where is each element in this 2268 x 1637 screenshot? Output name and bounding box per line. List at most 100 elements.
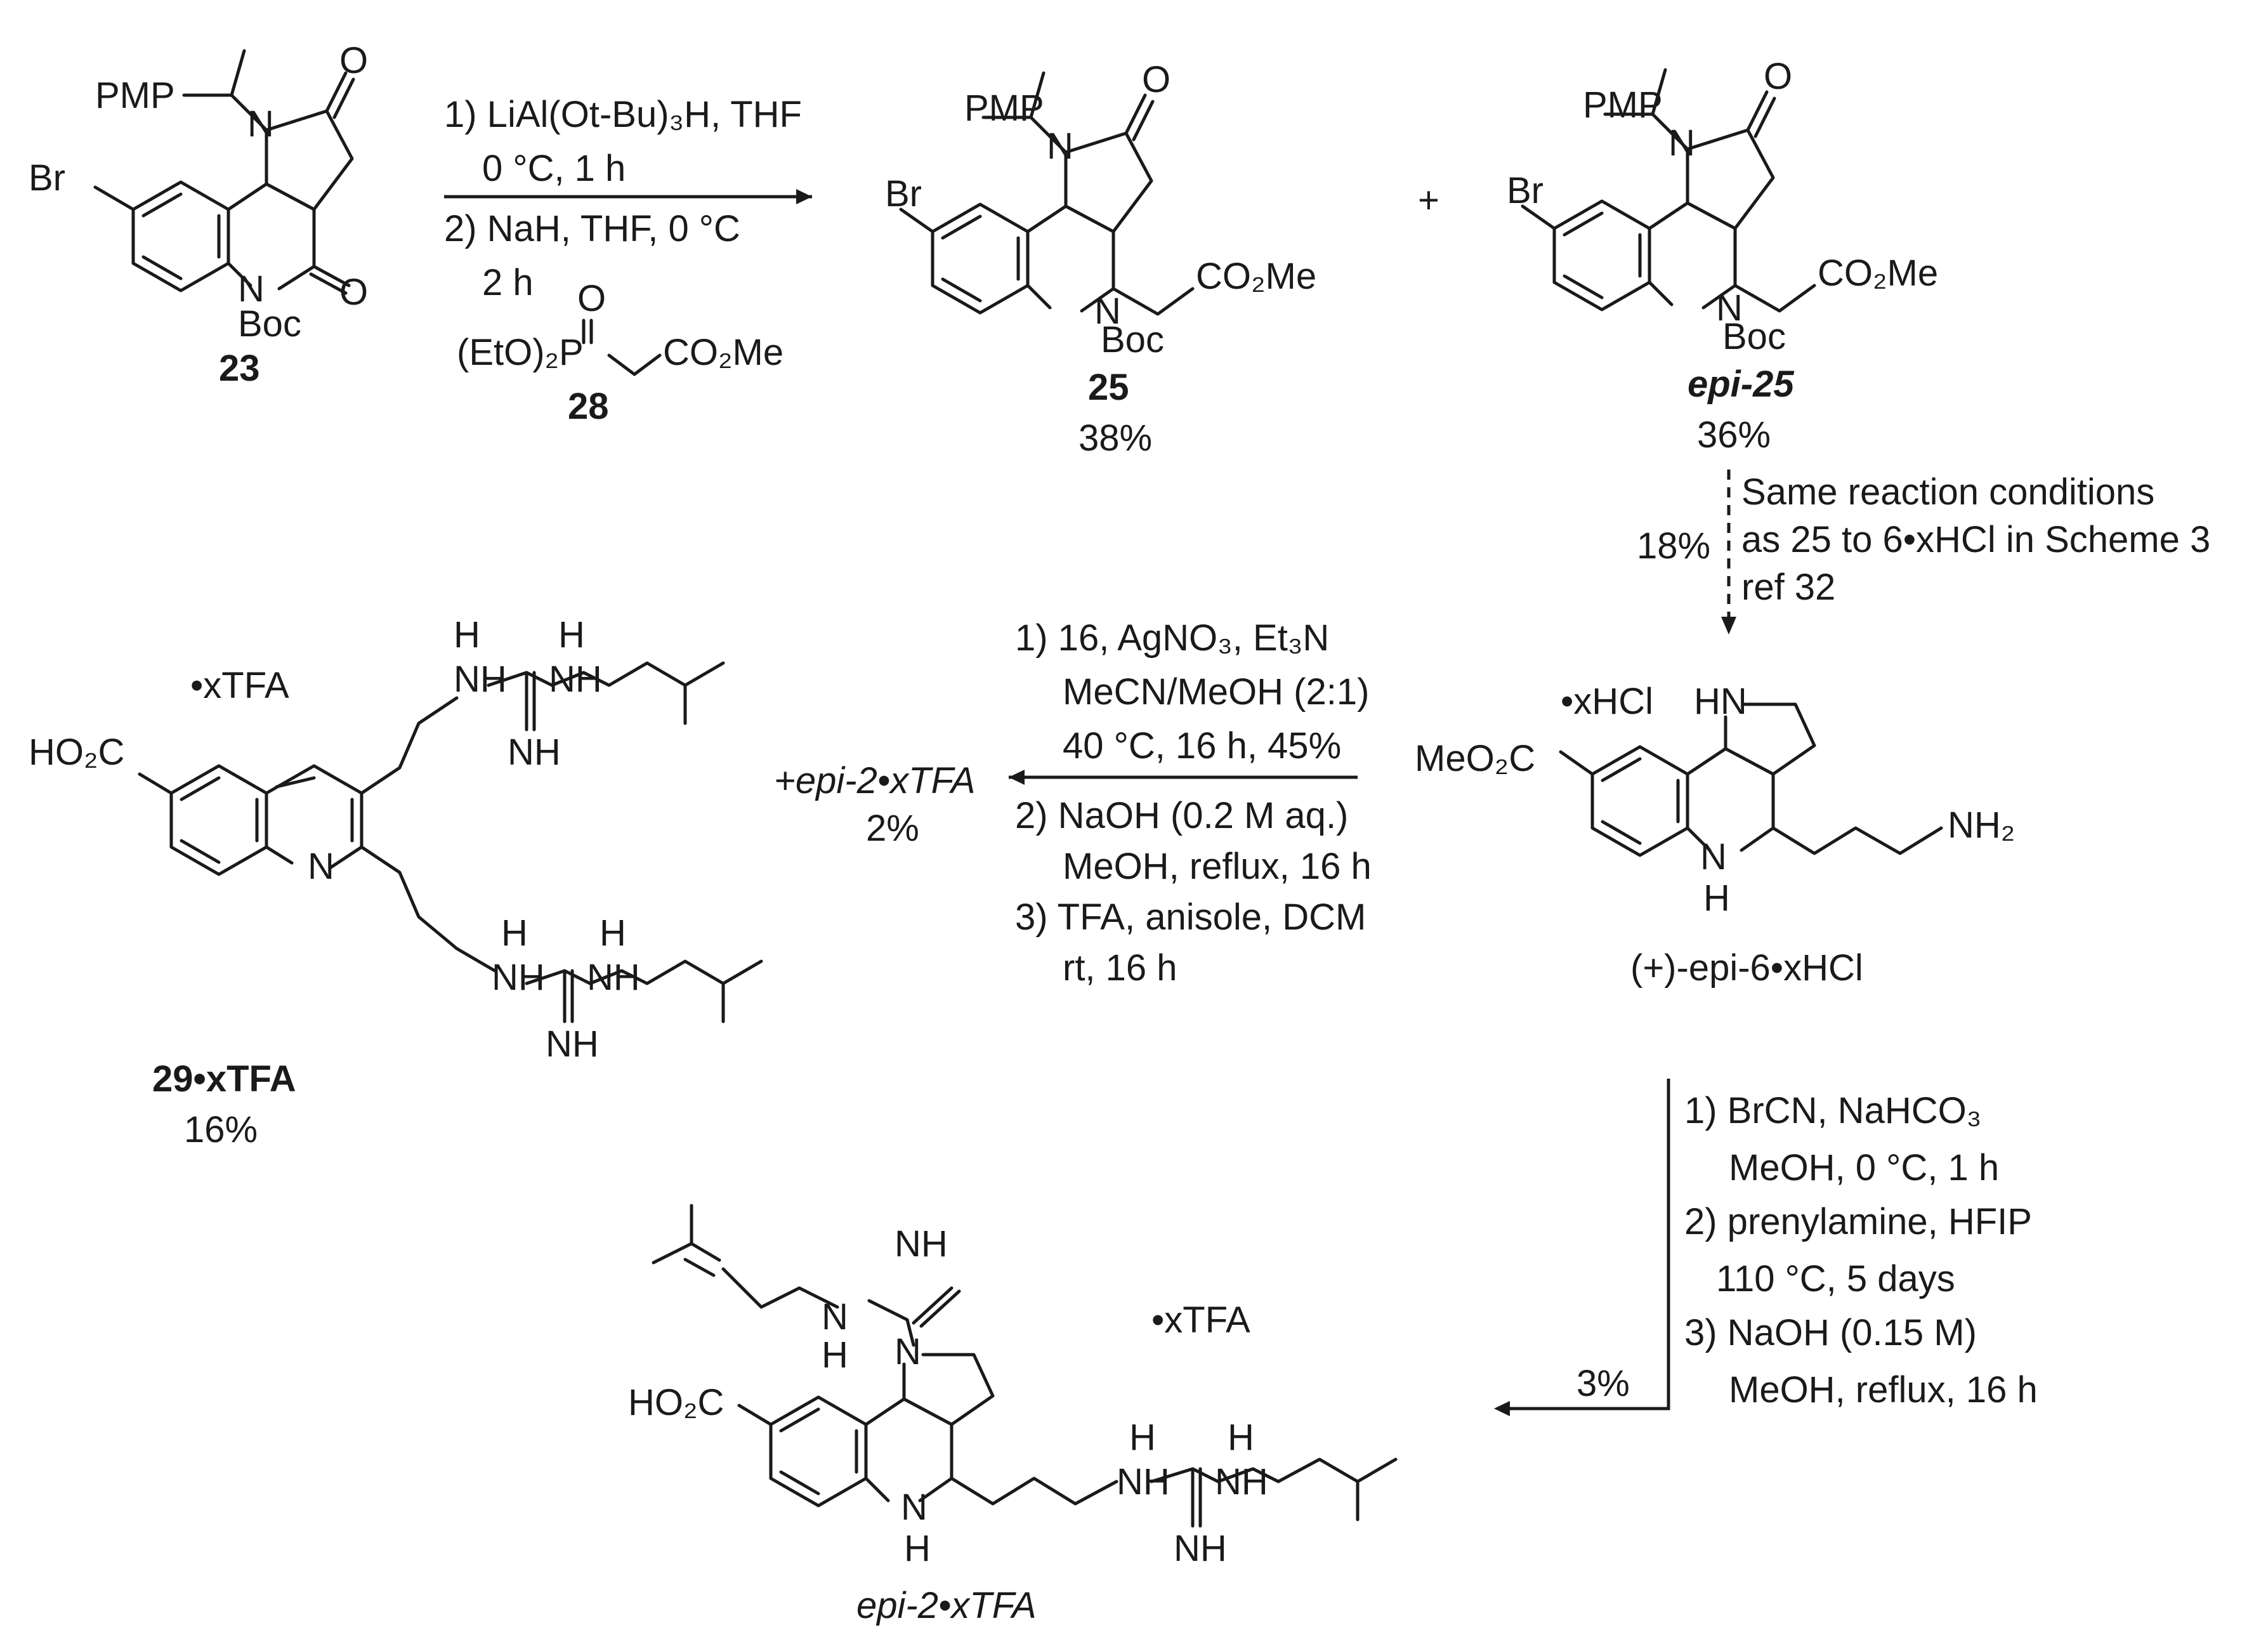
c29-nh4-label: NH xyxy=(492,957,545,998)
cepi25-yield: 36% xyxy=(1697,414,1771,456)
cepi6-nh2-label: N xyxy=(1700,836,1727,878)
compound-epi-2: •xTFA HO₂C NH N H N N H NH H NH H NH epi… xyxy=(628,1204,1398,1626)
step3-line5: MeOH, reflux, 16 h xyxy=(1063,846,1372,887)
c29-nh1-label: NH xyxy=(454,659,507,700)
step1-line2: 0 °C, 1 h xyxy=(482,148,626,189)
cepi2-n2-label: N xyxy=(901,1487,928,1528)
cepi2-nh-b-label: NH xyxy=(1215,1461,1268,1502)
step4-line5: 3) NaOH (0.15 M) xyxy=(1684,1312,1977,1353)
c23-pmp-label: PMP xyxy=(95,75,175,116)
step2-line1: Same reaction conditions xyxy=(1741,471,2154,513)
cepi25-o1-label: O xyxy=(1764,56,1792,97)
c29-h1-label: H xyxy=(454,614,480,655)
cepi25-boc-label: Boc xyxy=(1722,316,1786,357)
c29-yield: 16% xyxy=(184,1109,258,1150)
cepi2-h2-label: H xyxy=(904,1528,931,1569)
compound-29: •xTFA HO₂C N NH H NH H NH NH H NH H NH 2… xyxy=(29,614,763,1150)
cepi6-salt-label: •xHCl xyxy=(1561,681,1653,722)
c29-h4-label: H xyxy=(501,912,528,954)
c25-o1-label: O xyxy=(1142,59,1170,100)
c29-h5-label: H xyxy=(600,912,626,954)
step1-line3: 2) NaH, THF, 0 °C xyxy=(444,208,740,249)
cepi2-acid-label: HO₂C xyxy=(628,1382,724,1423)
cepi25-br-label: Br xyxy=(1507,170,1544,211)
c25-boc-label: Boc xyxy=(1101,319,1164,360)
cepi2-nh-top-label: NH xyxy=(895,1223,948,1265)
step2-conditions: Same reaction conditions as 25 to 6•xHCl… xyxy=(1637,470,2210,634)
epi2-side-label: +epi-2•xTFA xyxy=(774,760,975,801)
cepi2-n-amidine-label: N xyxy=(822,1296,848,1338)
cepi25-pmp-label: PMP xyxy=(1583,84,1663,126)
step3-line1: 1) 16, AgNO₃, Et₃N xyxy=(1015,617,1329,659)
step2-line2: as 25 to 6•xHCl in Scheme 3 xyxy=(1741,519,2210,560)
step3-line7: rt, 16 h xyxy=(1063,947,1177,989)
epi2-side-yield: 2% xyxy=(866,808,919,849)
cepi25-ester-label: CO₂Me xyxy=(1818,253,1938,294)
step4-conditions: 1) BrCN, NaHCO₃ MeOH, 0 °C, 1 h 2) preny… xyxy=(1494,1079,2038,1416)
cepi2-nh-c-label: NH xyxy=(1174,1528,1227,1569)
compound-epi-6: MeO₂C •xHCl HN N H NH₂ (+)-epi-6•xHCl xyxy=(1415,681,2015,989)
c29-h2-label: H xyxy=(558,614,585,655)
cepi25-n2-label: N xyxy=(1716,287,1743,329)
c23-o1-label: O xyxy=(339,40,368,81)
cepi25-n1-label: N xyxy=(1668,122,1695,164)
c25-br-label: Br xyxy=(885,173,922,214)
cepi6-h-label: H xyxy=(1703,878,1730,919)
c23-n2-label: N xyxy=(238,268,265,310)
cepi2-n-ring-label: N xyxy=(895,1331,921,1372)
c29-nh6-label: NH xyxy=(546,1023,599,1065)
c23-br-label: Br xyxy=(29,157,65,199)
cepi6-label: (+)-epi-6•xHCl xyxy=(1630,947,1863,989)
cepi2-nh-a-label: NH xyxy=(1117,1461,1170,1502)
cepi2-label: epi-2•xTFA xyxy=(856,1585,1037,1626)
r28-o: O xyxy=(577,278,606,319)
c29-nh3-label: NH xyxy=(508,732,561,773)
c25-pmp-label: PMP xyxy=(964,88,1044,129)
cepi6-nh1-label: HN xyxy=(1694,681,1747,722)
cepi2-h-b-label: H xyxy=(1228,1417,1254,1458)
step3-line6: 3) TFA, anisole, DCM xyxy=(1015,897,1366,938)
r28-ester: CO₂Me xyxy=(663,332,783,373)
step3-line4: 2) NaOH (0.2 M aq.) xyxy=(1015,795,1348,836)
c25-label: 25 xyxy=(1088,367,1129,408)
step1-line1: 1) LiAl(Ot-Bu)₃H, THF xyxy=(444,94,802,135)
cepi2-h-amidine-label: H xyxy=(822,1334,848,1376)
step4-yield: 3% xyxy=(1576,1363,1630,1404)
step4-line6: MeOH, reflux, 16 h xyxy=(1729,1369,2038,1410)
plus-sign: + xyxy=(1418,180,1439,221)
step1-line4: 2 h xyxy=(482,262,534,303)
step3-line3: 40 °C, 16 h, 45% xyxy=(1063,725,1341,766)
compound-25: PMP Br N N O Boc CO₂Me 25 38% xyxy=(885,59,1316,459)
compound-23: PMP Br N N O O Boc 23 xyxy=(29,40,368,389)
c25-ester-label: CO₂Me xyxy=(1196,256,1316,297)
r28-label: 28 xyxy=(568,386,609,427)
c25-n2-label: N xyxy=(1094,291,1121,332)
c29-nh2-label: NH xyxy=(549,659,602,700)
cepi25-label: epi-25 xyxy=(1688,364,1794,405)
c29-n-label: N xyxy=(308,846,334,887)
compound-epi-25: PMP Br N N O Boc CO₂Me epi-25 36% xyxy=(1507,56,1938,456)
cepi6-amine-label: NH₂ xyxy=(1948,805,2015,846)
cepi2-salt-label: •xTFA xyxy=(1151,1299,1250,1341)
step4-line4: 110 °C, 5 days xyxy=(1716,1258,1955,1299)
c29-nh5-label: NH xyxy=(587,957,640,998)
step3-line2: MeCN/MeOH (2:1) xyxy=(1063,671,1369,713)
step3-conditions: 1) 16, AgNO₃, Et₃N MeCN/MeOH (2:1) 40 °C… xyxy=(774,617,1372,989)
c23-boc-label: Boc xyxy=(238,303,301,345)
c23-n1-label: N xyxy=(247,103,274,145)
c25-n1-label: N xyxy=(1047,126,1073,167)
r28-phosphonate: (EtO)₂P xyxy=(457,332,584,373)
step4-line3: 2) prenylamine, HFIP xyxy=(1684,1201,2032,1242)
step1-conditions: 1) LiAl(Ot-Bu)₃H, THF 0 °C, 1 h 2) NaH, … xyxy=(444,94,812,427)
c29-salt-label: •xTFA xyxy=(190,665,289,706)
c23-label: 23 xyxy=(219,348,260,389)
step2-yield: 18% xyxy=(1637,525,1710,567)
c25-yield: 38% xyxy=(1078,417,1152,459)
cepi2-h-a-label: H xyxy=(1129,1417,1156,1458)
step4-line1: 1) BrCN, NaHCO₃ xyxy=(1684,1090,1981,1131)
step2-line3: ref 32 xyxy=(1741,567,1835,608)
step4-line2: MeOH, 0 °C, 1 h xyxy=(1729,1147,1999,1188)
c23-o2-label: O xyxy=(339,272,368,313)
c29-label: 29•xTFA xyxy=(152,1058,296,1100)
